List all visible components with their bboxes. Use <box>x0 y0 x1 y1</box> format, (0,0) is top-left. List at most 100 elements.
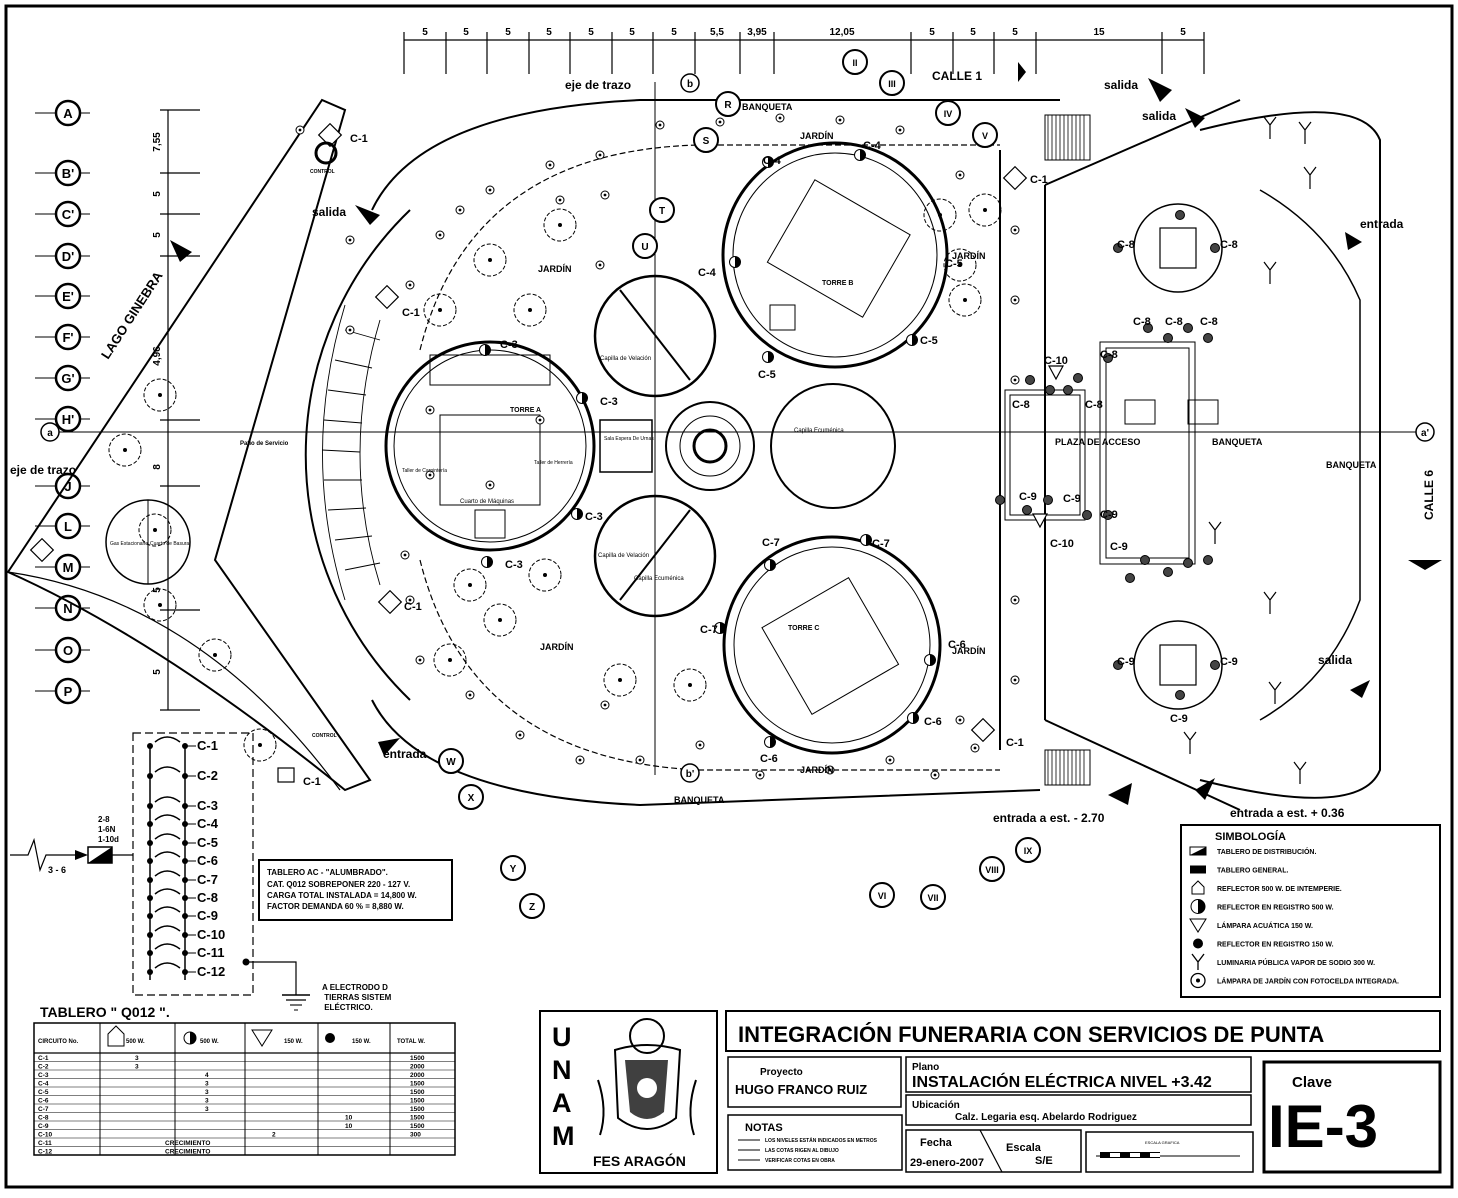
reflector-500-icon <box>374 284 400 310</box>
garden-lamp-icon <box>1010 295 1020 305</box>
filled-circle-icon <box>1073 373 1083 383</box>
nota-line: LOS NIVELES ESTÁN INDICADOS EN METROS <box>765 1137 878 1144</box>
graphic-scale-bar <box>1096 1152 1240 1158</box>
grid-bubble-label: X <box>468 793 475 804</box>
table-cell: 3 <box>205 1098 209 1105</box>
table-cell: 2 <box>272 1132 276 1139</box>
tree-icon <box>968 193 1002 227</box>
circuit-tag: C-6 <box>760 753 778 765</box>
control-booth-icon <box>314 141 338 165</box>
banqueta-right1-label: BANQUETA <box>1212 437 1263 447</box>
top-dim-value: 5 <box>505 27 511 38</box>
garden-lamp-icon <box>405 280 415 290</box>
circuit-tags: C-1C-1C-1C-1C-1C-1C-3C-3C-3C-3C-4C-4C-4C… <box>303 133 1238 788</box>
table-cell: 10 <box>345 1123 353 1130</box>
garden-lamp-icon <box>345 325 355 335</box>
control-label: CONTROL <box>310 169 335 175</box>
tree-icon <box>943 248 977 282</box>
grid-row-bubble: A <box>35 99 90 127</box>
garden-lamp-icon <box>595 150 605 160</box>
table-header: 150 W. <box>284 1039 303 1045</box>
circuit-tag: C-8 <box>1117 239 1135 251</box>
circuit-tag: C-4 <box>698 267 717 279</box>
project-title: INTEGRACIÓN FUNERARIA CON SERVICIOS DE P… <box>738 1022 1324 1047</box>
arrow-icon <box>1408 560 1442 570</box>
garden-lamp-icon <box>970 743 980 753</box>
entrada-label: entrada <box>383 747 427 761</box>
grid-bubble-label: U <box>641 242 648 253</box>
reflector-500-icon <box>317 122 343 148</box>
site-outline <box>6 98 1381 811</box>
circuit-tag: C-9 <box>1220 656 1238 668</box>
panel-circuit-row: C-1 <box>147 736 218 753</box>
jardin-label: JARDÍN <box>540 642 574 652</box>
circuit-tag: C-8 <box>1133 316 1151 328</box>
circuit-tag: C-7 <box>762 537 780 549</box>
general-panel-icon <box>1190 865 1206 874</box>
escala-value: S/E <box>1035 1155 1053 1167</box>
arrow-icon <box>1018 62 1026 82</box>
reflector-500-icon <box>970 717 996 743</box>
garden-lamp-icon <box>1010 225 1020 235</box>
panel-circuit-row: C-4 <box>147 814 219 831</box>
panel-circuit-label: C-9 <box>197 908 218 923</box>
panel-circuit-label: C-3 <box>197 798 218 813</box>
garden-lamps <box>295 113 1020 780</box>
filled-circle-icon <box>325 1033 335 1043</box>
circuit-tag: C-6 <box>948 639 966 651</box>
calle-6-label: CALLE 6 <box>1422 470 1436 520</box>
reflector-500-icon <box>107 1025 125 1047</box>
torre-b <box>721 141 949 369</box>
axis-marker-label: a <box>47 428 53 439</box>
note-line: CARGA TOTAL INSTALADA = 14,800 W. <box>267 891 417 900</box>
grid-row-bubble: B' <box>35 159 90 187</box>
grid-bubble-label: III <box>888 79 896 89</box>
tablero-note: TABLERO AC - "ALUMBRADO". CAT. Q012 SOBR… <box>258 859 453 921</box>
acometida-label: 3 - 6 <box>48 865 66 875</box>
grandstand-steps <box>321 304 381 601</box>
filled-circle-icon <box>1140 555 1150 565</box>
legend-item: REFLECTOR 500 W. DE INTEMPERIE. <box>1191 880 1342 895</box>
half-circle-icon <box>764 736 776 748</box>
axis-marker: a' <box>1415 422 1435 442</box>
garden-lamp-icon <box>515 730 525 740</box>
table-cell: 3 <box>135 1055 139 1062</box>
half-circle-icon <box>762 351 774 363</box>
torre-a <box>384 340 596 552</box>
arrow-icon <box>1148 78 1172 102</box>
panel-circuit-row: C-8 <box>147 888 218 905</box>
escala-label: Escala <box>1006 1142 1042 1154</box>
left-dim-value: 5 <box>152 669 163 675</box>
garden-lamp-icon <box>955 715 965 725</box>
circuit-tag: C-1 <box>1006 737 1024 749</box>
street-lights <box>1183 116 1317 784</box>
garden-lamp-icon <box>345 235 355 245</box>
filled-circle-icon <box>1163 333 1173 343</box>
grid-row-label: E' <box>62 289 74 304</box>
eje-left-label: eje de trazo <box>10 463 76 477</box>
filled-circle-icon <box>1183 558 1193 568</box>
legend-item: LUMINARIA PÚBLICA VAPOR DE SODIO 300 W. <box>1191 953 1375 970</box>
panel-circuit-row: C-9 <box>147 906 218 923</box>
tree-icon <box>423 293 457 327</box>
half-circle-icon <box>762 156 774 168</box>
table-cell: 2000 <box>410 1072 425 1079</box>
grid-bubble: S <box>693 127 719 153</box>
legend-label: TABLERO DE DISTRIBUCIÓN. <box>1217 847 1316 856</box>
circuit-tag: C-1 <box>350 133 368 145</box>
grid-bubble-label: VIII <box>985 865 999 875</box>
table-cell: 300 <box>410 1132 421 1139</box>
garden-lamp-icon <box>1010 375 1020 385</box>
table-cell: 1500 <box>410 1098 425 1105</box>
grid-row-bubble: M <box>35 553 90 581</box>
grid-row-bubble: L <box>35 512 90 540</box>
control-label: CONTROL <box>312 733 337 739</box>
filled-circle-icon <box>995 495 1005 505</box>
reflector-500-icon <box>1191 880 1205 895</box>
panel-circuit-row: C-10 <box>147 925 225 942</box>
table-header: TOTAL W. <box>397 1039 425 1045</box>
panel-circuit-label: C-7 <box>197 872 218 887</box>
street-light-icon <box>1191 953 1205 970</box>
half-circle-icon <box>860 534 872 546</box>
